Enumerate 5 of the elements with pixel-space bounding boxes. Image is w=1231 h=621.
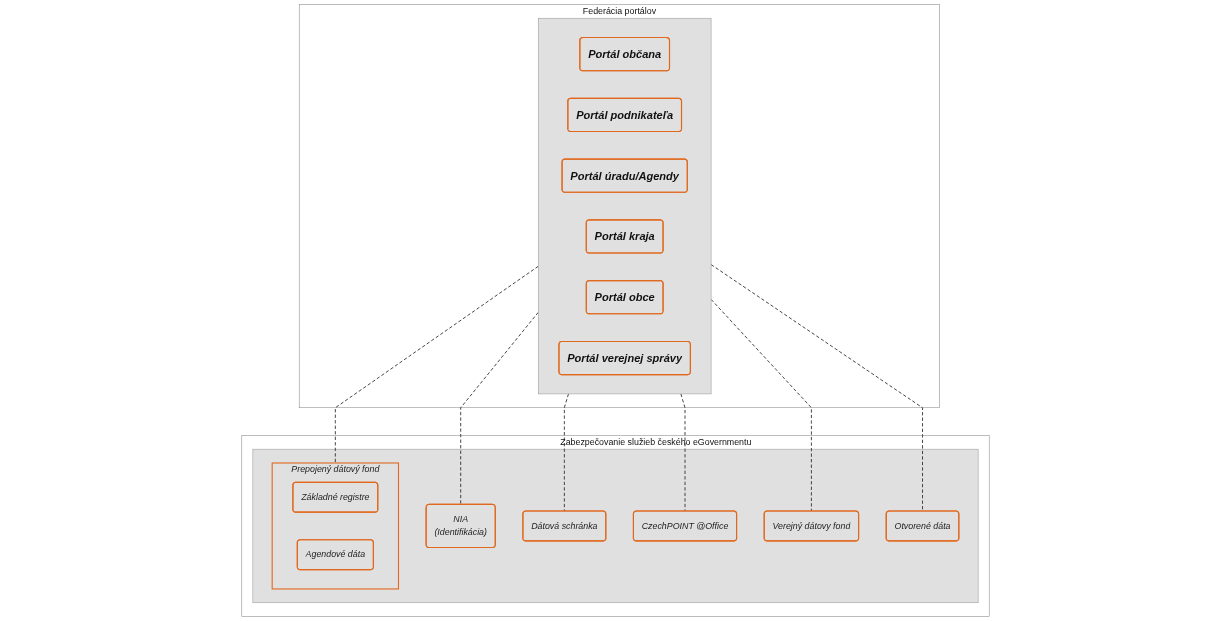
connector [334, 265, 539, 464]
connector [680, 393, 686, 512]
cluster [537, 17, 712, 395]
cluster [252, 448, 979, 604]
connector [563, 393, 569, 512]
